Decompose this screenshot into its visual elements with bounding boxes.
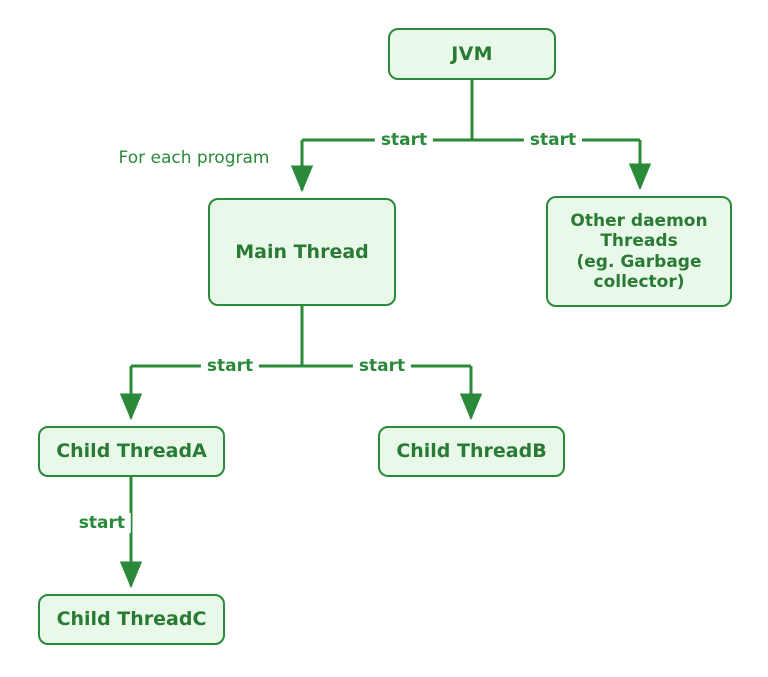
edge-label-child-thread-a-to-child-thread-c: start [72, 513, 131, 533]
node-jvm-label: JVM [451, 42, 493, 65]
node-child-thread-c[interactable]: Child ThreadC [38, 594, 225, 645]
node-jvm[interactable]: JVM [388, 28, 556, 80]
node-main-thread-label: Main Thread [235, 240, 369, 263]
edge-label-main-thread-to-child-thread-a: start [200, 356, 260, 376]
node-daemon-threads-label: Other daemon Threads (eg. Garbage collec… [570, 211, 708, 292]
edge-label-main-thread-to-child-thread-b: start [352, 356, 412, 376]
node-main-thread[interactable]: Main Thread [208, 198, 396, 306]
edge-jvm-bus [302, 80, 640, 142]
node-child-thread-c-label: Child ThreadC [56, 608, 207, 631]
edge-label-jvm-to-main-thread: start [374, 130, 434, 150]
edge-label-jvm-to-daemon-threads: start [523, 130, 583, 150]
note-for-each-program: For each program [118, 148, 270, 168]
node-child-thread-b-label: Child ThreadB [396, 440, 547, 463]
node-child-thread-b[interactable]: Child ThreadB [378, 426, 565, 477]
node-daemon-threads[interactable]: Other daemon Threads (eg. Garbage collec… [546, 196, 732, 307]
edge-main-thread-bus [131, 306, 471, 368]
node-child-thread-a-label: Child ThreadA [56, 440, 207, 463]
node-child-thread-a[interactable]: Child ThreadA [38, 426, 225, 477]
